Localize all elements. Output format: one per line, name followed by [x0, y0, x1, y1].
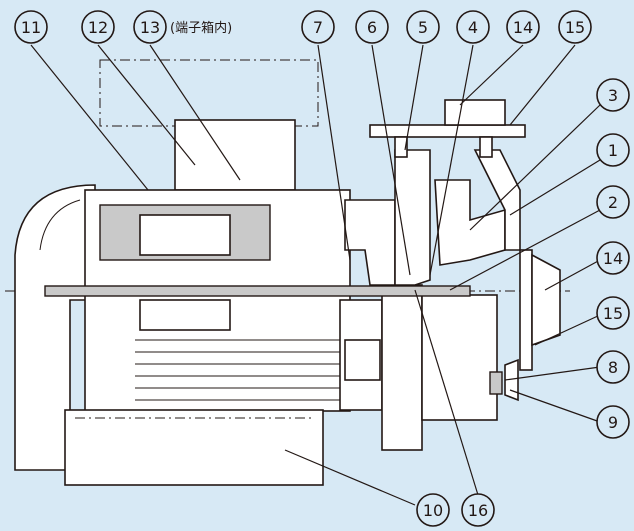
- callout-12: 12: [81, 10, 115, 44]
- callout-7: 7: [301, 10, 335, 44]
- callout-11-label: 11: [21, 18, 41, 37]
- flange-bolt-right: [479, 136, 493, 158]
- stator-core: [139, 214, 231, 256]
- drain-plug-body: [504, 358, 519, 402]
- callout-3: 3: [596, 78, 630, 112]
- terminal-box: [174, 119, 296, 191]
- casing-upper-left: [344, 199, 396, 286]
- discharge-flange: [369, 124, 526, 138]
- callout-4: 4: [456, 10, 490, 44]
- callout-1: 1: [596, 133, 630, 167]
- callout-7-label: 7: [313, 18, 323, 37]
- callout-12-label: 12: [88, 18, 108, 37]
- callout-4-label: 4: [468, 18, 478, 37]
- callout-10: 10: [416, 493, 450, 527]
- callout-14-top: 14: [506, 10, 540, 44]
- callout-6: 6: [355, 10, 389, 44]
- callout-5: 5: [406, 10, 440, 44]
- pump-casing-body: [421, 294, 498, 421]
- callout-16: 16: [461, 493, 495, 527]
- callout-2-label: 2: [608, 193, 618, 212]
- pump-drawing: [5, 59, 570, 486]
- callout-9-label: 9: [608, 413, 618, 432]
- callout-15-right: 15: [596, 296, 630, 330]
- fan-cover-rib: [39, 199, 81, 251]
- callout-9: 9: [596, 405, 630, 439]
- callout-6-label: 6: [367, 18, 377, 37]
- leader-lines: [30, 44, 601, 506]
- callouts: 11 12 13 (端子箱内) 7 6 5 4 14: [14, 10, 630, 527]
- fan-cover: [14, 184, 96, 471]
- callout-14-right: 14: [596, 241, 630, 275]
- suction-flange-cap: [531, 253, 561, 347]
- base-plate: [64, 409, 324, 486]
- callout-3-label: 3: [608, 86, 618, 105]
- callout-2: 2: [596, 185, 630, 219]
- discharge-flange-cap: [444, 99, 506, 126]
- casing-upper-neck: [394, 149, 431, 286]
- terminal-box-outline: [99, 59, 319, 127]
- callout-11: 11: [14, 10, 48, 44]
- callout-5-label: 5: [418, 18, 428, 37]
- rotor-lower: [139, 299, 231, 331]
- flange-bolt-left: [394, 136, 408, 158]
- drain-plug: [489, 371, 503, 395]
- callout-13: 13 (端子箱内): [133, 10, 232, 44]
- callout-13-label: 13: [140, 18, 160, 37]
- callout-1-label: 1: [608, 141, 618, 160]
- callout-8: 8: [596, 350, 630, 384]
- callout-15-top-label: 15: [565, 18, 585, 37]
- callout-14-top-label: 14: [513, 18, 533, 37]
- callout-15-right-label: 15: [603, 304, 623, 323]
- bracket-hub: [344, 339, 381, 381]
- callout-16-label: 16: [468, 501, 488, 520]
- casing-flange: [381, 284, 423, 451]
- callout-10-label: 10: [423, 501, 443, 520]
- callout-15-top: 15: [558, 10, 592, 44]
- callout-8-label: 8: [608, 358, 618, 377]
- cooling-fins: [135, 339, 345, 401]
- suction-flange-plate: [519, 249, 533, 371]
- motor-shaft: [44, 285, 471, 297]
- callout-14-right-label: 14: [603, 249, 623, 268]
- callout-13-note: (端子箱内): [170, 20, 232, 36]
